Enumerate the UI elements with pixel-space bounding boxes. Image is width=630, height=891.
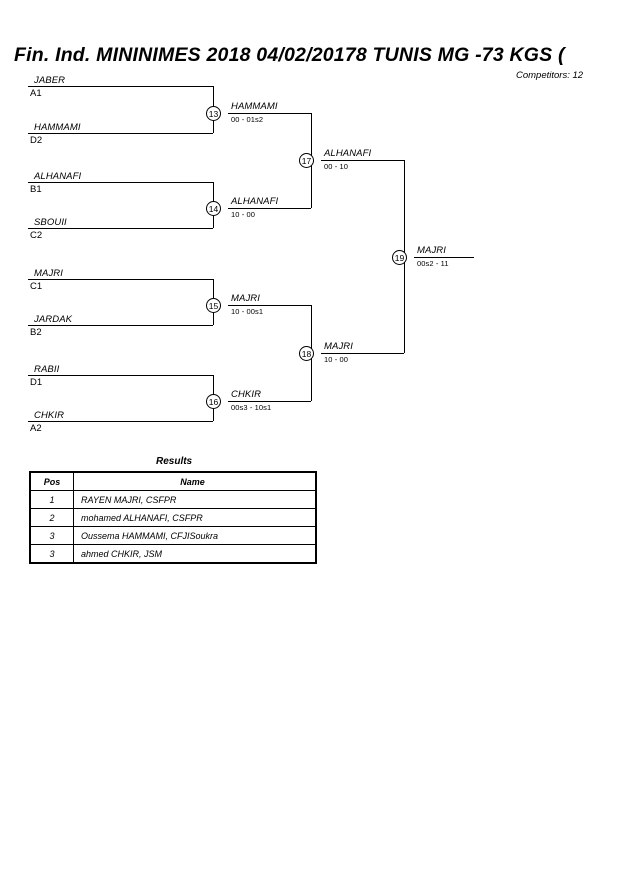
round1-slot-line xyxy=(28,86,213,87)
match-winner-name: MAJRI xyxy=(324,341,353,352)
results-col-pos: Pos xyxy=(29,471,74,491)
result-pos: 1 xyxy=(29,490,74,509)
match-score: 00 - 01s2 xyxy=(231,115,264,124)
results-table: Pos Name 1 RAYEN MAJRI, CSFPR 2 mohamed … xyxy=(29,471,317,564)
result-name: Oussema HAMMAMI, CFJISoukra xyxy=(73,526,317,545)
table-row: 2 mohamed ALHANAFI, CSFPR xyxy=(29,508,317,527)
result-name: mohamed ALHANAFI, CSFPR xyxy=(73,508,317,527)
match-winner-name: ALHANAFI xyxy=(231,196,279,207)
page-title: Fin. Ind. MININIMES 2018 04/02/20178 TUN… xyxy=(14,44,565,66)
match-winner-line xyxy=(228,208,311,209)
result-pos: 2 xyxy=(29,508,74,527)
round1-slot-name: ALHANAFI xyxy=(34,171,82,182)
table-row: 3 ahmed CHKIR, JSM xyxy=(29,544,317,564)
round1-slot-name: HAMMAMI xyxy=(34,122,81,133)
match-number-14[interactable]: 14 xyxy=(206,201,221,216)
tournament-bracket: JABER A1 HAMMAMI D2 ALHANAFI B1 SBOUII C… xyxy=(28,75,474,434)
round1-slot-line xyxy=(28,375,213,376)
round1-slot-name: SBOUII xyxy=(34,217,67,228)
result-pos: 3 xyxy=(29,526,74,545)
match-score: 00 - 10 xyxy=(324,162,349,171)
round1-slot-seed: D2 xyxy=(30,135,43,146)
round1-slot-seed: B2 xyxy=(30,327,42,338)
results-col-name: Name xyxy=(73,471,317,491)
match-winner-line xyxy=(321,353,404,354)
round1-slot-seed: D1 xyxy=(30,377,43,388)
round1-slot-line xyxy=(28,182,213,183)
round1-slot-seed: A2 xyxy=(30,423,42,434)
match-score: 10 - 00 xyxy=(324,355,349,364)
round1-slot-name: RABII xyxy=(34,364,60,375)
match-winner-line xyxy=(321,160,404,161)
round1-slot-seed: C2 xyxy=(30,230,43,241)
match-number-13[interactable]: 13 xyxy=(206,106,221,121)
match-number-15[interactable]: 15 xyxy=(206,298,221,313)
round1-slot-name: MAJRI xyxy=(34,268,63,279)
round1-slot-line xyxy=(28,279,213,280)
round1-slot-line xyxy=(28,133,213,134)
round1-slot-seed: B1 xyxy=(30,184,42,195)
table-row: 1 RAYEN MAJRI, CSFPR xyxy=(29,490,317,509)
round1-slot-line xyxy=(28,325,213,326)
match-number-18[interactable]: 18 xyxy=(299,346,314,361)
round1-slot-name: JARDAK xyxy=(34,314,73,325)
result-pos: 3 xyxy=(29,544,74,564)
final-winner-name: MAJRI xyxy=(417,245,446,256)
round1-slot-name: JABER xyxy=(34,75,66,86)
match-winner-name: HAMMAMI xyxy=(231,101,278,112)
results-header-row: Pos Name xyxy=(29,471,317,491)
match-winner-line xyxy=(228,113,311,114)
match-winner-line xyxy=(228,305,311,306)
round1-slot-line xyxy=(28,421,213,422)
match-winner-name: CHKIR xyxy=(231,389,262,400)
final-winner-line xyxy=(414,257,474,258)
result-name: ahmed CHKIR, JSM xyxy=(73,544,317,564)
round1-slot-line xyxy=(28,228,213,229)
final-score: 00s2 - 11 xyxy=(417,259,449,268)
round1-slot-seed: C1 xyxy=(30,281,43,292)
results-caption: Results xyxy=(156,456,193,467)
match-score: 00s3 - 10s1 xyxy=(231,403,272,412)
match-winner-name: ALHANAFI xyxy=(324,148,372,159)
result-name: RAYEN MAJRI, CSFPR xyxy=(73,490,317,509)
match-number-16[interactable]: 16 xyxy=(206,394,221,409)
round1-slot-name: CHKIR xyxy=(34,410,65,421)
match-winner-name: MAJRI xyxy=(231,293,260,304)
match-number-17[interactable]: 17 xyxy=(299,153,314,168)
match-score: 10 - 00 xyxy=(231,210,256,219)
match-number-19[interactable]: 19 xyxy=(392,250,407,265)
match-score: 10 - 00s1 xyxy=(231,307,264,316)
match-winner-line xyxy=(228,401,311,402)
table-row: 3 Oussema HAMMAMI, CFJISoukra xyxy=(29,526,317,545)
competitors-count: Competitors: 12 xyxy=(516,70,584,81)
round1-slot-seed: A1 xyxy=(30,88,42,99)
